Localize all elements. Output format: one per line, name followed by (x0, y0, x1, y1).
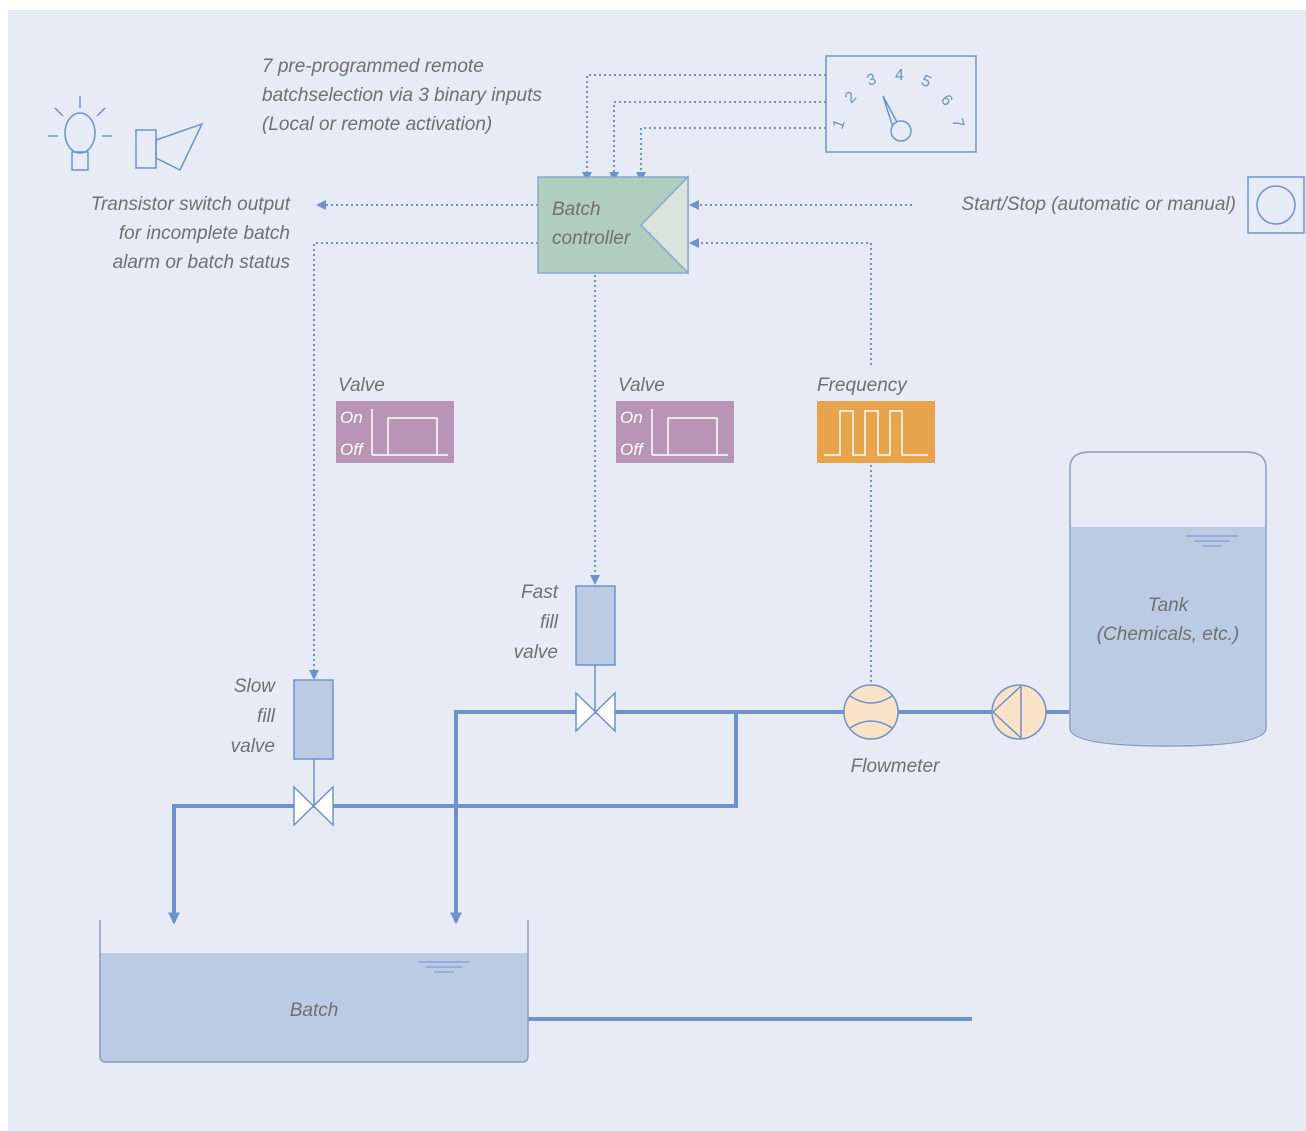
controller-label-line2: controller (552, 228, 631, 249)
batch-container: Batch (99, 920, 529, 1063)
valve-on-label-right: On (620, 408, 643, 427)
signal-lines (309, 74, 912, 686)
valve-signal-box-left: Valve On Off (336, 375, 454, 463)
valve-icon (575, 691, 616, 733)
batch-selection-label-line3: (Local or remote activation) (262, 114, 492, 135)
batch-level-icon (418, 961, 470, 973)
transistor-label-line1: Transistor switch output (91, 194, 291, 215)
batch-label: Batch (290, 1000, 339, 1021)
frequency-signal-box: Frequency (817, 375, 935, 463)
valve-signal-box-right: Valve On Off (616, 375, 734, 463)
flowmeter-icon: Flowmeter (843, 684, 940, 777)
valve-icon (293, 785, 334, 827)
chemical-tank: Tank (Chemicals, etc.) (1069, 451, 1267, 747)
batch-controller: Batch controller (537, 175, 689, 275)
pump-icon (991, 684, 1047, 740)
valve-off-label-left: Off (340, 440, 365, 459)
tank-label-line2: (Chemicals, etc.) (1097, 624, 1240, 645)
transistor-label-line2: for incomplete batch (119, 223, 290, 244)
dial-number-7: 7 (948, 117, 967, 130)
controller-label-line1: Batch (552, 199, 601, 220)
binary-input-line-2 (609, 101, 826, 182)
lamp-icon (48, 96, 112, 171)
horn-icon (135, 122, 204, 172)
fast-label-line2: fill (540, 612, 559, 633)
flowmeter-label: Flowmeter (851, 756, 940, 777)
start-stop-label: Start/Stop (automatic or manual) (961, 194, 1236, 215)
frequency-label: Frequency (817, 375, 908, 396)
transistor-label-line3: alarm or batch status (113, 252, 291, 273)
batch-selection-label-line1: 7 pre-programmed remote (262, 56, 484, 77)
selector-dial-icon: 1 2 3 4 5 6 7 (825, 55, 977, 153)
fast-label-line3: valve (514, 642, 558, 663)
slow-label-line1: Slow (234, 676, 276, 697)
tank-level-icon (1186, 535, 1238, 547)
fast-fill-valve: Fast fill valve (514, 582, 616, 733)
fast-valve-actuator (575, 585, 616, 666)
valve-signal-label-left: Valve (338, 375, 385, 396)
tank-label-line1: Tank (1148, 595, 1190, 616)
valve-off-label-right: Off (620, 440, 645, 459)
fast-label-line1: Fast (521, 582, 559, 603)
slow-fill-valve: Slow fill valve (231, 676, 334, 827)
slow-label-line2: fill (257, 706, 276, 727)
slow-label-line3: valve (231, 736, 275, 757)
valve-signal-label-right: Valve (618, 375, 665, 396)
binary-input-line-3 (636, 127, 826, 182)
batch-selection-label-line2: batchselection via 3 binary inputs (262, 85, 542, 106)
valve-on-label-left: On (340, 408, 363, 427)
dial-number-4: 4 (895, 67, 904, 84)
push-button-icon (1247, 176, 1305, 234)
frequency-feedback-line (689, 238, 872, 365)
slow-branch-pipe (168, 712, 738, 925)
slow-valve-actuator (293, 679, 334, 760)
